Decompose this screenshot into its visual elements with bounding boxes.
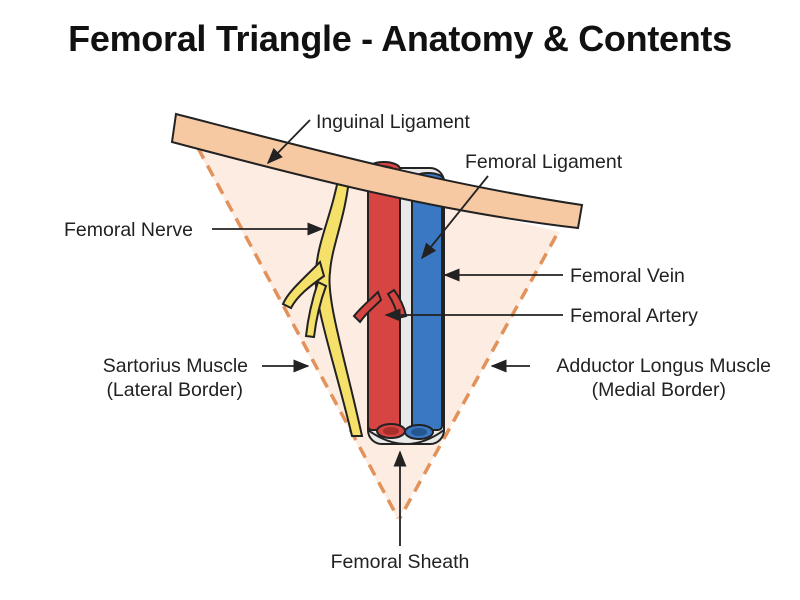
page-title: Femoral Triangle - Anatomy & Contents — [68, 18, 732, 59]
label-femoral-vein: Femoral Vein — [570, 265, 685, 287]
label-inguinal-ligament: Inguinal Ligament — [316, 111, 471, 133]
label-adductor-border: (Medial Border) — [592, 379, 726, 401]
label-femoral-artery: Femoral Artery — [570, 305, 698, 327]
label-femoral-sheath: Femoral Sheath — [331, 551, 470, 573]
femoral-sheath-bottom — [367, 429, 445, 445]
label-adductor-longus-muscle: Adductor Longus Muscle — [556, 355, 771, 377]
adductor-border-line — [398, 235, 558, 519]
femoral-nerve — [281, 169, 364, 437]
inguinal-ligament-band — [170, 112, 584, 230]
sartorius-border-line — [196, 147, 400, 519]
label-femoral-nerve: Femoral Nerve — [64, 219, 193, 241]
label-sartorius-muscle: Sartorius Muscle — [103, 355, 248, 377]
arrow-inguinal-ligament — [266, 119, 311, 165]
label-femoral-ligament: Femoral Ligament — [465, 151, 623, 173]
label-sartorius-border: (Lateral Border) — [106, 379, 243, 401]
arrow-femoral-ligament — [420, 175, 489, 260]
